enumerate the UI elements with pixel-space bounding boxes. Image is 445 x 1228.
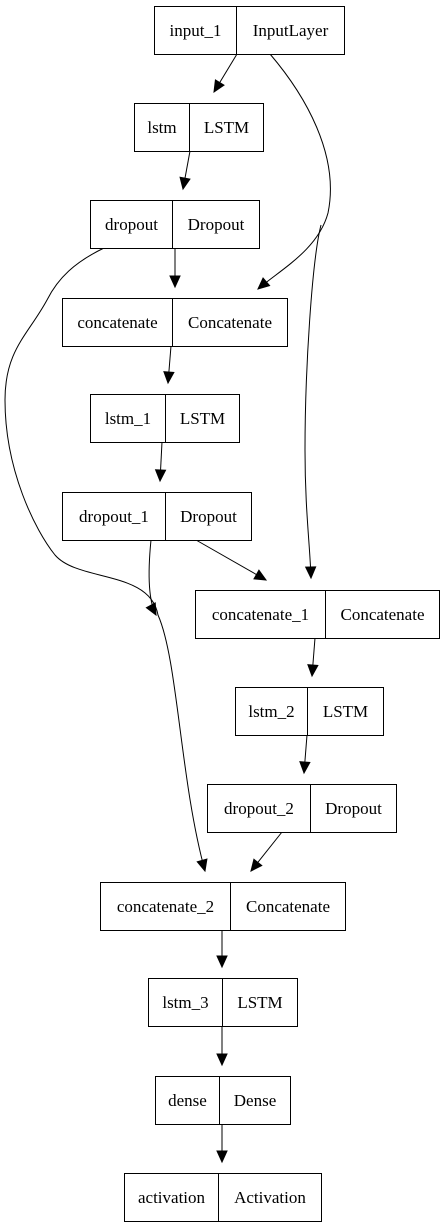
edge-input_1-to-concatenate — [257, 53, 331, 290]
node-box — [154, 6, 345, 55]
edge-input_1-to-concatenate-line — [257, 53, 331, 290]
edge-lstm_3-to-dense — [216, 1026, 228, 1067]
node-name-label: dense — [168, 1091, 207, 1110]
node-type-label: Activation — [234, 1188, 306, 1207]
node-concatenate_2: concatenate_2 Concatenate — [100, 882, 346, 931]
node-type-label: Concatenate — [188, 313, 272, 332]
edge-input_1-to-concatenate_1-line — [304, 224, 322, 579]
node-box — [155, 1076, 291, 1125]
node-type-label: InputLayer — [253, 21, 329, 40]
node-lstm: lstm LSTM — [134, 103, 264, 152]
edge-concatenate-to-lstm_1 — [163, 345, 175, 385]
node-box — [100, 882, 346, 931]
edge-input_1-to-concatenate_1-arrowhead — [304, 566, 317, 580]
node-name-label: lstm — [147, 118, 176, 137]
edge-input_1-to-concatenate-arrowhead — [257, 277, 271, 290]
edge-dropout-to-concatenate_2 — [4, 247, 208, 873]
node-box — [62, 298, 288, 347]
edge-lstm_2-to-dropout_2-arrowhead — [299, 761, 311, 775]
node-name-label: concatenate_1 — [212, 605, 309, 624]
node-name-label: lstm_2 — [248, 702, 294, 721]
edge-concatenate_1-to-lstm_2 — [307, 637, 319, 678]
node-lstm_1: lstm_1 LSTM — [90, 394, 240, 443]
edge-dropout_1-to-concatenate_1-line — [195, 539, 267, 581]
edge-dense-to-activation-arrowhead — [216, 1150, 228, 1164]
node-type-label: Dense — [234, 1091, 276, 1110]
node-dropout: dropout Dropout — [90, 200, 260, 249]
edge-dropout-to-concatenate_2-line — [4, 247, 206, 872]
node-name-label: activation — [138, 1188, 206, 1207]
node-type-label: Dropout — [188, 215, 245, 234]
edge-concatenate-to-lstm_1-arrowhead — [163, 371, 175, 385]
node-box — [62, 492, 252, 541]
edge-dropout_2-to-concatenate_2 — [250, 831, 283, 872]
edges — [4, 53, 331, 1164]
node-dense: dense Dense — [155, 1076, 291, 1125]
node-type-label: LSTM — [323, 702, 368, 721]
node-box — [134, 103, 264, 152]
edge-concatenate_2-to-lstm_3 — [216, 930, 228, 969]
node-activation: activation Activation — [124, 1173, 322, 1222]
node-lstm_3: lstm_3 LSTM — [148, 978, 298, 1027]
edge-concatenate_1-to-lstm_2-arrowhead — [307, 664, 319, 678]
node-name-label: concatenate_2 — [117, 897, 214, 916]
edge-lstm_1-to-dropout_1 — [154, 441, 167, 483]
edge-lstm_2-to-dropout_2 — [299, 734, 311, 775]
edge-dropout_1-to-concatenate_1 — [195, 539, 268, 581]
node-box — [90, 200, 260, 249]
node-box — [207, 784, 397, 833]
node-concatenate: concatenate Concatenate — [62, 298, 288, 347]
node-type-label: LSTM — [237, 993, 282, 1012]
edge-concatenate_2-to-lstm_3-arrowhead — [216, 955, 228, 969]
node-name-label: dropout — [105, 215, 158, 234]
node-name-label: lstm_3 — [162, 993, 208, 1012]
node-lstm_2: lstm_2 LSTM — [235, 687, 384, 736]
node-name-label: dropout_1 — [79, 507, 149, 526]
node-type-label: Dropout — [325, 799, 382, 818]
edge-input_1-to-lstm — [213, 53, 238, 94]
node-type-label: Concatenate — [246, 897, 330, 916]
edge-dense-to-activation — [216, 1124, 228, 1164]
edge-dropout_1-to-concatenate_2 — [145, 539, 157, 617]
node-dropout_2: dropout_2 Dropout — [207, 784, 397, 833]
edge-dropout-to-concatenate — [169, 248, 181, 289]
edge-input_1-to-concatenate_1 — [304, 224, 322, 580]
edge-dropout_2-to-concatenate_2-arrowhead — [250, 858, 263, 872]
node-dropout_1: dropout_1 Dropout — [62, 492, 252, 541]
node-type-label: Dropout — [180, 507, 237, 526]
node-box — [235, 687, 384, 736]
node-type-label: LSTM — [180, 409, 225, 428]
node-name-label: concatenate — [77, 313, 157, 332]
edge-dropout-to-concatenate_2-arrowhead — [196, 858, 208, 873]
edge-lstm_1-to-dropout_1-arrowhead — [154, 469, 167, 483]
edge-lstm-to-dropout — [179, 150, 191, 191]
edge-lstm_3-to-dense-arrowhead — [216, 1053, 228, 1067]
node-type-label: LSTM — [204, 118, 249, 137]
node-box — [195, 590, 440, 639]
node-box — [124, 1173, 322, 1222]
edge-dropout-to-concatenate-arrowhead — [169, 275, 181, 289]
node-concatenate_1: concatenate_1 Concatenate — [195, 590, 440, 639]
edge-lstm-to-dropout-arrowhead — [179, 176, 191, 191]
node-name-label: dropout_2 — [224, 799, 294, 818]
edge-dropout_1-to-concatenate_1-arrowhead — [253, 569, 268, 581]
node-name-label: lstm_1 — [105, 409, 151, 428]
node-type-label: Concatenate — [340, 605, 424, 624]
node-name-label: input_1 — [170, 21, 222, 40]
node-input_1: input_1 InputLayer — [154, 6, 345, 55]
edge-dropout_1-to-concatenate_2-arrowhead — [145, 602, 157, 617]
edge-input_1-to-lstm-arrowhead — [213, 79, 225, 94]
